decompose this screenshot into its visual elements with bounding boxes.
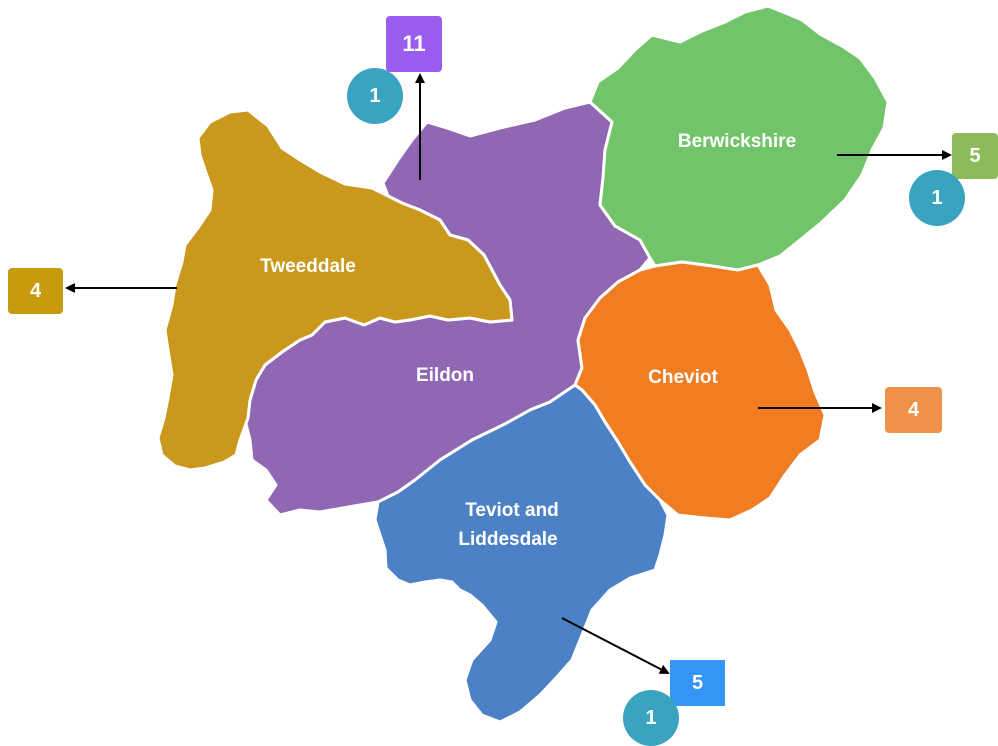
label-teviot-line2: Liddesdale: [458, 529, 557, 550]
label-teviot-line1: Teviot and: [465, 500, 559, 521]
count-badge-teviot: 5: [670, 660, 725, 706]
label-berwickshire: Berwickshire: [678, 131, 796, 152]
count-badge-eildon: 11: [386, 16, 442, 72]
count-badge-tweeddale: 4: [8, 268, 63, 314]
count-badge-berwickshire: 5: [952, 133, 998, 179]
region-teviot-and-liddesdale[interactable]: [373, 383, 670, 724]
region-berwickshire[interactable]: [588, 4, 890, 272]
count-badge-cheviot: 4: [885, 387, 942, 433]
secondary-badge-eildon: 1: [347, 68, 403, 124]
region-tweeddale[interactable]: [156, 108, 514, 472]
label-tweeddale: Tweeddale: [260, 256, 356, 277]
secondary-badge-teviot: 1: [623, 690, 679, 746]
label-cheviot: Cheviot: [648, 367, 718, 388]
secondary-badge-berwickshire: 1: [909, 170, 965, 226]
label-eildon: Eildon: [416, 365, 474, 386]
arrow-teviot: [561, 617, 670, 674]
